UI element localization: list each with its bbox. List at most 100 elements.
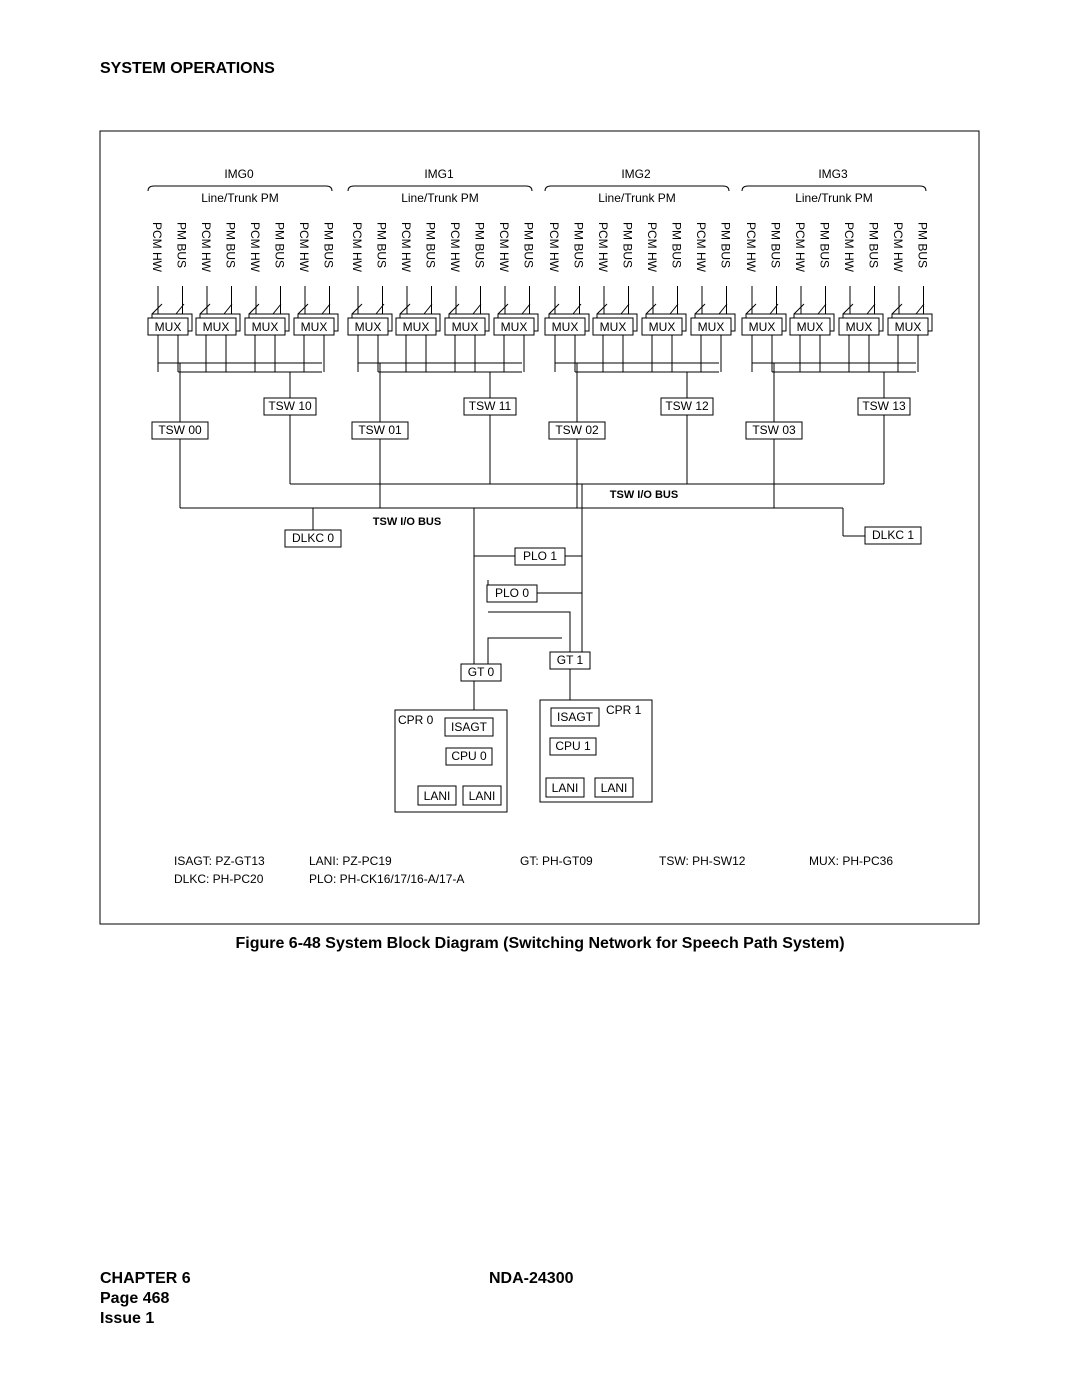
cpu-box xyxy=(549,737,597,756)
lani-box xyxy=(545,777,585,798)
img-label: IMG1 xyxy=(424,167,454,181)
connector-line xyxy=(793,303,805,315)
mux-box xyxy=(444,317,486,336)
legend-entry: ISAGT: PZ-GT13 xyxy=(174,854,265,868)
footer-document-number: NDA-24300 xyxy=(489,1270,574,1287)
connector-line xyxy=(423,303,433,315)
connector-line xyxy=(842,303,854,315)
vertical-bus-label: PCM HW xyxy=(248,222,262,273)
cpr-label: CPR 0 xyxy=(398,713,434,727)
connector-line xyxy=(572,303,582,315)
mux-box xyxy=(741,317,783,336)
gt-box-label: GT 0 xyxy=(468,665,495,679)
lani-box xyxy=(462,785,502,806)
connector-line xyxy=(718,303,728,315)
isagt-box-label: ISAGT xyxy=(557,710,594,724)
connector-line xyxy=(448,303,460,315)
legend-entry: PLO: PH-CK16/17/16-A/17-A xyxy=(309,872,464,886)
mux-box xyxy=(544,317,586,336)
footer-issue: Issue 1 xyxy=(100,1310,155,1327)
img-label: IMG2 xyxy=(621,167,651,181)
cpu-box-label: CPU 0 xyxy=(451,749,487,763)
connector-line xyxy=(915,303,925,315)
vertical-bus-label: PM BUS xyxy=(572,222,586,268)
connector-line xyxy=(866,303,876,315)
gt-crosslink xyxy=(488,611,571,652)
img-label: IMG3 xyxy=(818,167,848,181)
cpr-label: CPR 1 xyxy=(606,703,642,717)
legend-entry: TSW: PH-SW12 xyxy=(659,854,746,868)
vertical-bus-label: PM BUS xyxy=(322,222,336,268)
mux-label: MUX xyxy=(203,320,230,334)
connector-line xyxy=(375,303,385,315)
img-bracket xyxy=(544,185,730,192)
mux-box xyxy=(592,317,634,336)
figure-caption: Figure 6-48 System Block Diagram (Switch… xyxy=(235,935,845,952)
gt-crosslink xyxy=(487,637,562,664)
line-trunk-pm-label: Line/Trunk PM xyxy=(795,191,873,205)
tsw-lower-box xyxy=(151,421,209,440)
dlkc-box xyxy=(284,529,342,548)
connector-line xyxy=(321,303,331,315)
dlkc-box-label: DLKC 1 xyxy=(872,528,914,542)
mux-box xyxy=(293,317,335,336)
img-bracket xyxy=(147,185,333,192)
line-trunk-pm-label: Line/Trunk PM xyxy=(201,191,279,205)
connector-line xyxy=(175,303,185,315)
tsw-upper-box-label: TSW 11 xyxy=(469,399,512,413)
mux-box xyxy=(887,317,929,336)
footer-chapter: CHAPTER 6 xyxy=(100,1270,191,1287)
mux-label: MUX xyxy=(649,320,676,334)
vertical-bus-label: PCM HW xyxy=(596,222,610,273)
mux-box xyxy=(641,317,683,336)
vertical-bus-label: PCM HW xyxy=(297,222,311,273)
legend-entry: MUX: PH-PC36 xyxy=(809,854,893,868)
mux-label: MUX xyxy=(452,320,479,334)
vertical-bus-label: PCM HW xyxy=(793,222,807,273)
mux-label: MUX xyxy=(797,320,824,334)
legend-entry: GT: PH-GT09 xyxy=(520,854,593,868)
img-label: IMG0 xyxy=(224,167,254,181)
tsw-upper-box xyxy=(660,397,714,416)
plo-box-label: PLO 0 xyxy=(495,586,529,600)
tsw-upper-box-label: TSW 13 xyxy=(862,399,906,413)
vertical-bus-label: PCM HW xyxy=(448,222,462,273)
vertical-bus-label: PM BUS xyxy=(175,222,189,268)
vertical-bus-label: PM BUS xyxy=(916,222,930,268)
plo-box xyxy=(514,547,566,566)
mux-box xyxy=(244,317,286,336)
vertical-bus-label: PM BUS xyxy=(769,222,783,268)
footer-page: Page 468 xyxy=(100,1290,170,1307)
tsw-lower-box xyxy=(351,421,409,440)
connector-line xyxy=(769,303,779,315)
vertical-bus-label: PM BUS xyxy=(867,222,881,268)
mux-label: MUX xyxy=(846,320,873,334)
connector-line xyxy=(645,303,657,315)
figure-frame xyxy=(99,130,980,925)
connector-line xyxy=(694,303,706,315)
connector-line xyxy=(548,303,560,315)
vertical-bus-label: PCM HW xyxy=(645,222,659,273)
mux-box xyxy=(493,317,535,336)
mux-box xyxy=(195,317,237,336)
connector-line xyxy=(297,303,309,315)
img-bracket xyxy=(347,185,533,192)
vertical-bus-label: PM BUS xyxy=(375,222,389,268)
vertical-bus-label: PM BUS xyxy=(522,222,536,268)
vertical-bus-label: PCM HW xyxy=(744,222,758,273)
lani-box-label: LANI xyxy=(552,781,579,795)
tsw-upper-box-label: TSW 12 xyxy=(665,399,709,413)
legend-entry: DLKC: PH-PC20 xyxy=(174,872,264,886)
plo-box-label: PLO 1 xyxy=(523,549,557,563)
vertical-bus-label: PCM HW xyxy=(399,222,413,273)
connector-line xyxy=(223,303,233,315)
tsw-lower-box xyxy=(548,421,606,440)
vertical-bus-label: PM BUS xyxy=(719,222,733,268)
mux-box xyxy=(347,317,389,336)
vertical-bus-label: PCM HW xyxy=(199,222,213,273)
vertical-bus-label: PM BUS xyxy=(670,222,684,268)
mux-label: MUX xyxy=(749,320,776,334)
mux-box xyxy=(838,317,880,336)
legend-entry: LANI: PZ-PC19 xyxy=(309,854,392,868)
